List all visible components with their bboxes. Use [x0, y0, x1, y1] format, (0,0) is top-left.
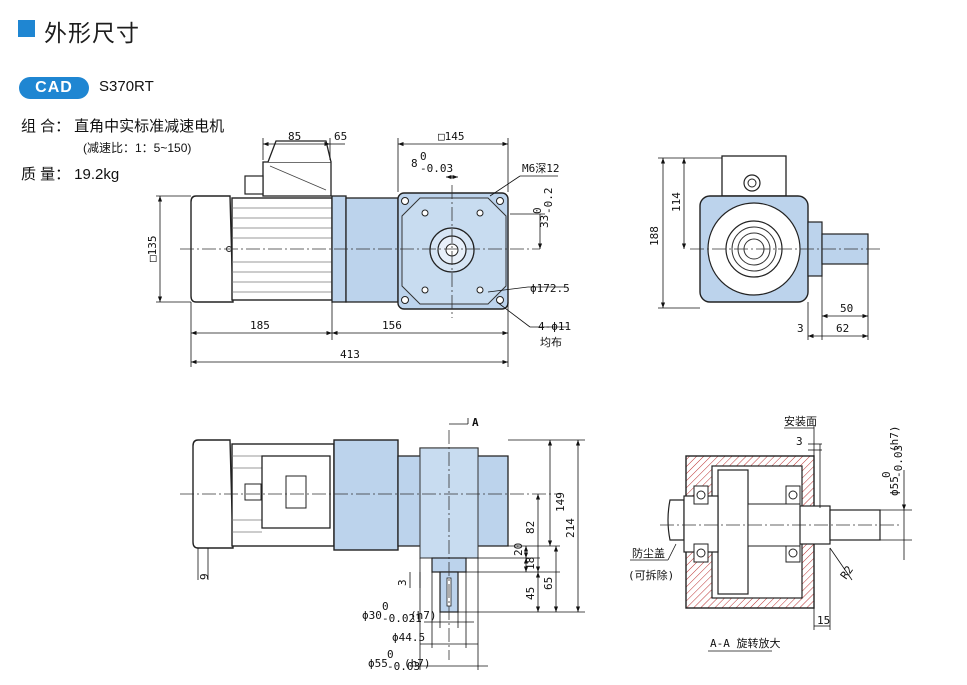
top-view-labels: A 149 214 82 20 18 45 65 9 3 ϕ30 0 -0.02… [198, 416, 577, 673]
cad-button[interactable]: CAD [19, 77, 89, 99]
dim-18: 18 [524, 557, 537, 570]
top-view [180, 430, 560, 660]
dim-phi30-fit: (h7) [410, 609, 437, 622]
mass-value: 19.2kg [74, 166, 120, 183]
dim-62: 62 [836, 322, 849, 335]
dim-8-tol-lower: -0.03 [420, 162, 453, 175]
dim-9: 9 [198, 573, 211, 580]
dim-phi30-tol-upper: 0 [382, 600, 389, 613]
dim-sq135: □135 [146, 236, 159, 263]
dim-phi55-tol-lower: -0.03 [387, 660, 420, 673]
dim-3c: 3 [796, 435, 803, 448]
dim-214: 214 [564, 518, 577, 538]
dim-phi55v-tol-upper: 0 [880, 471, 893, 478]
mount-face-label: 安装面 [784, 414, 817, 428]
dim-r2: R2 [838, 563, 856, 581]
mass-row: 质 量：19.2kg [21, 163, 119, 184]
section-view-dimensions [630, 426, 912, 652]
dim-phi44: ϕ44.5 [392, 631, 425, 644]
side-view-dimensions [658, 157, 869, 340]
section-a-label: A [472, 416, 479, 429]
dim-phi55v: ϕ55 [888, 476, 901, 496]
dim-phi55-fit: (h7) [404, 657, 431, 670]
ratio-note: (减速比：1：5~150) [83, 141, 192, 155]
side-view [690, 155, 880, 303]
side-view-labels: 188 114 50 3 62 [648, 192, 853, 335]
dim-20: 20 [512, 543, 525, 556]
combo-row: 组 合：直角中实标准减速电机 [21, 115, 224, 136]
dim-33: 33 [538, 215, 551, 228]
dim-114: 114 [670, 192, 683, 212]
section-marker [18, 20, 35, 37]
dim-holes: 4-ϕ11 [538, 320, 571, 333]
dim-phi55-tol-upper: 0 [387, 648, 394, 661]
dim-188: 188 [648, 226, 661, 246]
page-title: 外形尺寸 [44, 20, 140, 46]
dim-phi55v-fit: (h7) [888, 426, 901, 453]
dim-3b: 3 [396, 579, 409, 586]
section-aa-title: A-A 旋转放大 [710, 636, 781, 650]
mass-label: 质 量： [21, 166, 71, 183]
dim-m6: M6深12 [522, 162, 560, 175]
dim-33-tol-lower: -0.2 [542, 188, 555, 215]
combo-value: 直角中实标准减速电机 [74, 118, 225, 135]
combo-label: 组 合： [21, 118, 71, 135]
dim-85: 85 [288, 130, 301, 143]
dim-50: 50 [840, 302, 853, 315]
dim-phi172: ϕ172.5 [530, 282, 570, 295]
dim-phi30: ϕ30 [362, 609, 382, 622]
model-number: S370RT [99, 78, 154, 95]
dim-3a: 3 [797, 322, 804, 335]
dim-65b: 65 [542, 577, 555, 590]
dim-149: 149 [554, 492, 567, 512]
dim-45: 45 [524, 587, 537, 600]
dim-phi55: ϕ55 [368, 657, 388, 670]
dim-8-tol-upper: 0 [420, 150, 427, 163]
dust-cover-label: 防尘盖 [632, 546, 665, 560]
top-view-dimensions [197, 418, 585, 670]
front-view [180, 140, 540, 318]
dim-phi55v-tol-lower: -0.03 [892, 445, 905, 478]
dim-185: 185 [250, 319, 270, 332]
dim-65: 65 [334, 130, 347, 143]
dim-156: 156 [382, 319, 402, 332]
dim-15: 15 [817, 614, 830, 627]
dust-cover-note: (可拆除) [628, 568, 674, 582]
dim-413: 413 [340, 348, 360, 361]
section-view [660, 455, 900, 609]
dim-82: 82 [524, 521, 537, 534]
dim-sq145: □145 [438, 130, 465, 143]
dim-33-tol-upper: 0 [531, 207, 544, 214]
dim-phi30-tol-lower: -0.021 [382, 612, 422, 625]
front-view-dimensions [156, 138, 568, 367]
dim-holes-note: 均布 [540, 336, 562, 349]
front-view-labels: 85 65 □145 8 0 -0.03 M6深12 33 0 -0.2 ϕ17… [146, 130, 571, 361]
dim-8: 8 [411, 157, 418, 170]
section-view-labels: 安装面 3 ϕ55 0 -0.03 (h7) 防尘盖 (可拆除) R2 15 A… [628, 414, 905, 650]
